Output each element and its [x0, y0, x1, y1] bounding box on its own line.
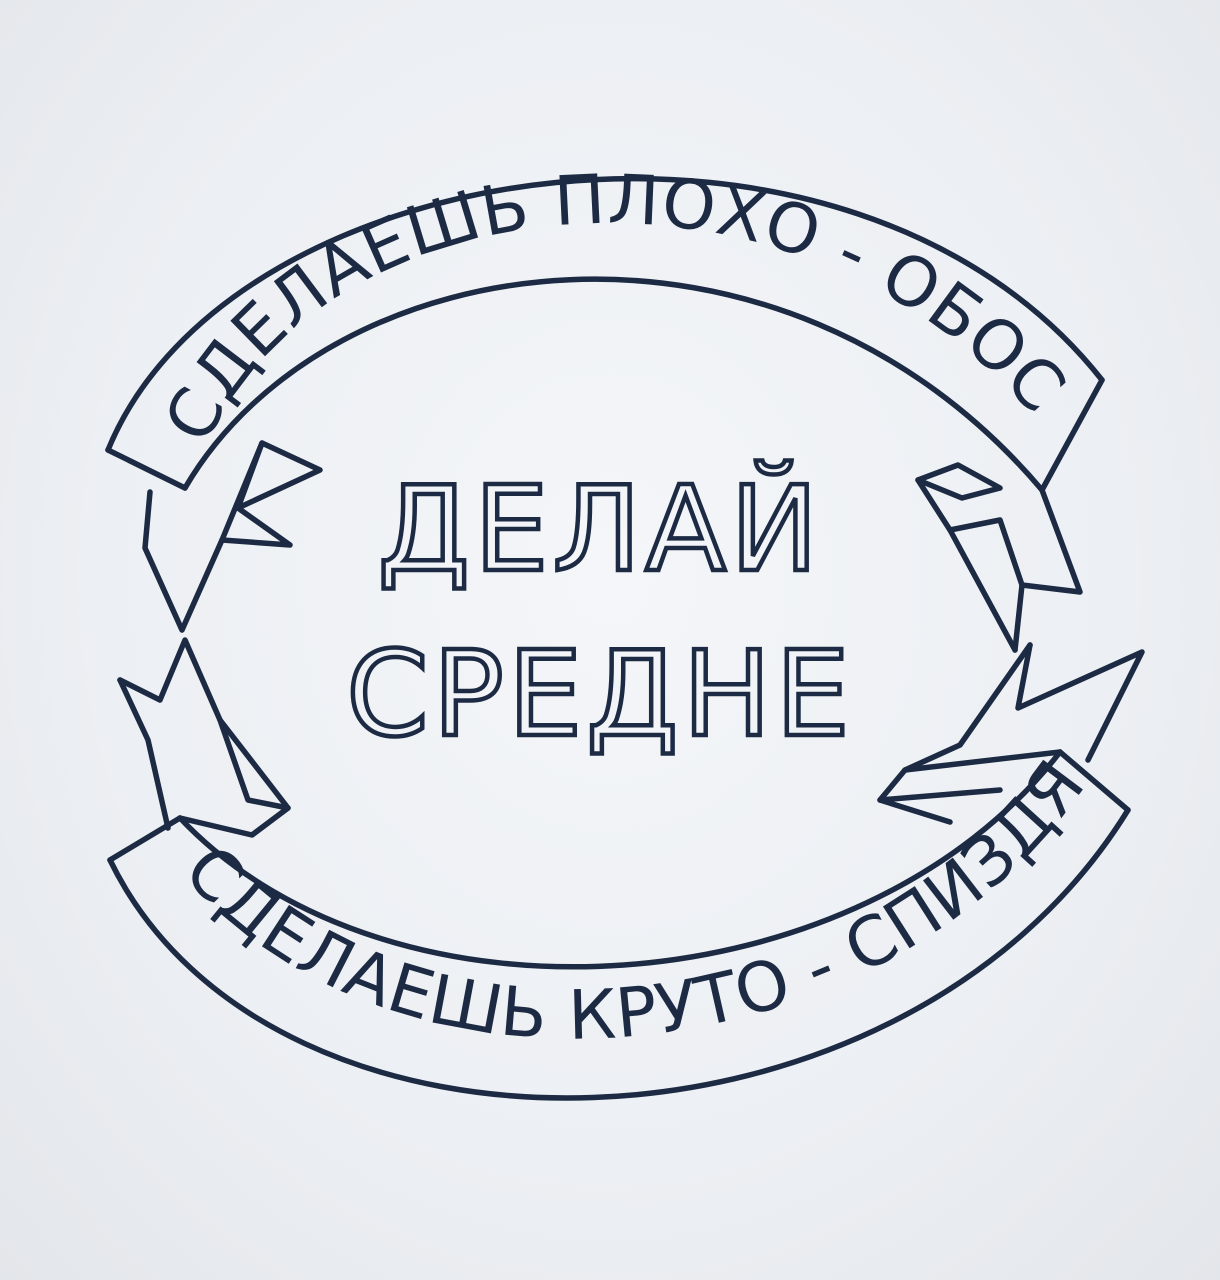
top-ribbon-right-end [1039, 377, 1105, 493]
bottom-ribbon-right-end [1057, 749, 1131, 813]
center-text-line-2: СРЕДНЕ [346, 625, 854, 763]
bottom-left-ribbon-tail [117, 637, 291, 838]
bottom-right-ribbon-tail [877, 642, 1145, 825]
top-left-ribbon-tail [142, 440, 323, 633]
top-ribbon-inner-edge [182, 276, 1045, 493]
bottom-ribbon [107, 749, 1131, 1101]
center-text-line-1: ДЕЛАЙ [378, 460, 822, 598]
top-ribbon-left-end [105, 447, 188, 491]
top-ribbon [105, 175, 1105, 493]
bottom-ribbon-outer-edge [107, 807, 1131, 1101]
top-ribbon-outer-edge [105, 175, 1105, 453]
top-right-ribbon-tail [915, 462, 1083, 653]
top-ribbon-text: СДЕЛАЕШЬ ПЛОХО - ОБОСРУТ [0, 0, 1081, 455]
bottom-ribbon-inner-edge [177, 749, 1063, 970]
